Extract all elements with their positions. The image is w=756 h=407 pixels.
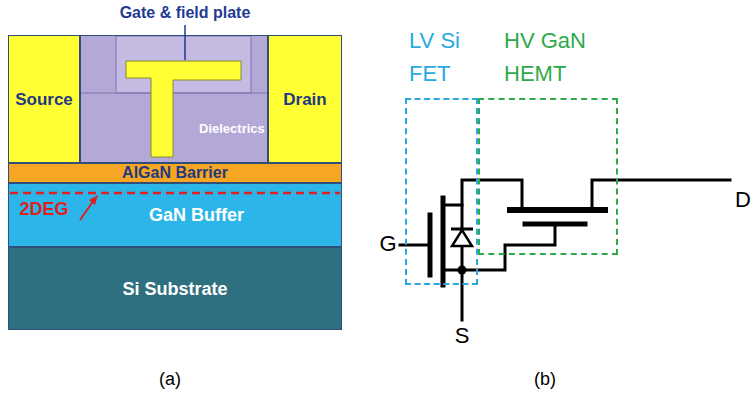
gate-field-plate [81,36,267,162]
pin-label: G [378,232,398,256]
pin-label: D [733,188,753,212]
barrier-layer: AlGaN Barrier [8,163,342,183]
hv-hemt-group: HV GaN HEMT [478,98,618,255]
group-heading: LV Si FET [409,24,481,90]
2deg-label: 2DEG [14,200,74,220]
layer-label: Drain [283,91,326,108]
caption-label: (a) [145,370,195,390]
drain-contact: Drain [268,35,342,163]
gate-label: Gate & field plate [85,4,285,22]
layer-label: Source [15,91,73,108]
caption-label: (b) [520,370,570,390]
dielectric-region: Dielectrics [80,35,268,163]
group-heading: HV GaN HEMT [504,24,624,90]
pin-label: S [452,324,472,348]
substrate-layer: Si Substrate [8,247,342,330]
layer-label: GaN Buffer [149,206,244,226]
layer-label: Dielectrics [199,122,265,136]
layer-label: Si Substrate [122,280,227,298]
source-contact: Source [8,35,80,163]
lv-fet-group: LV Si FET [405,98,478,285]
layer-label: AlGaN Barrier [122,165,228,181]
